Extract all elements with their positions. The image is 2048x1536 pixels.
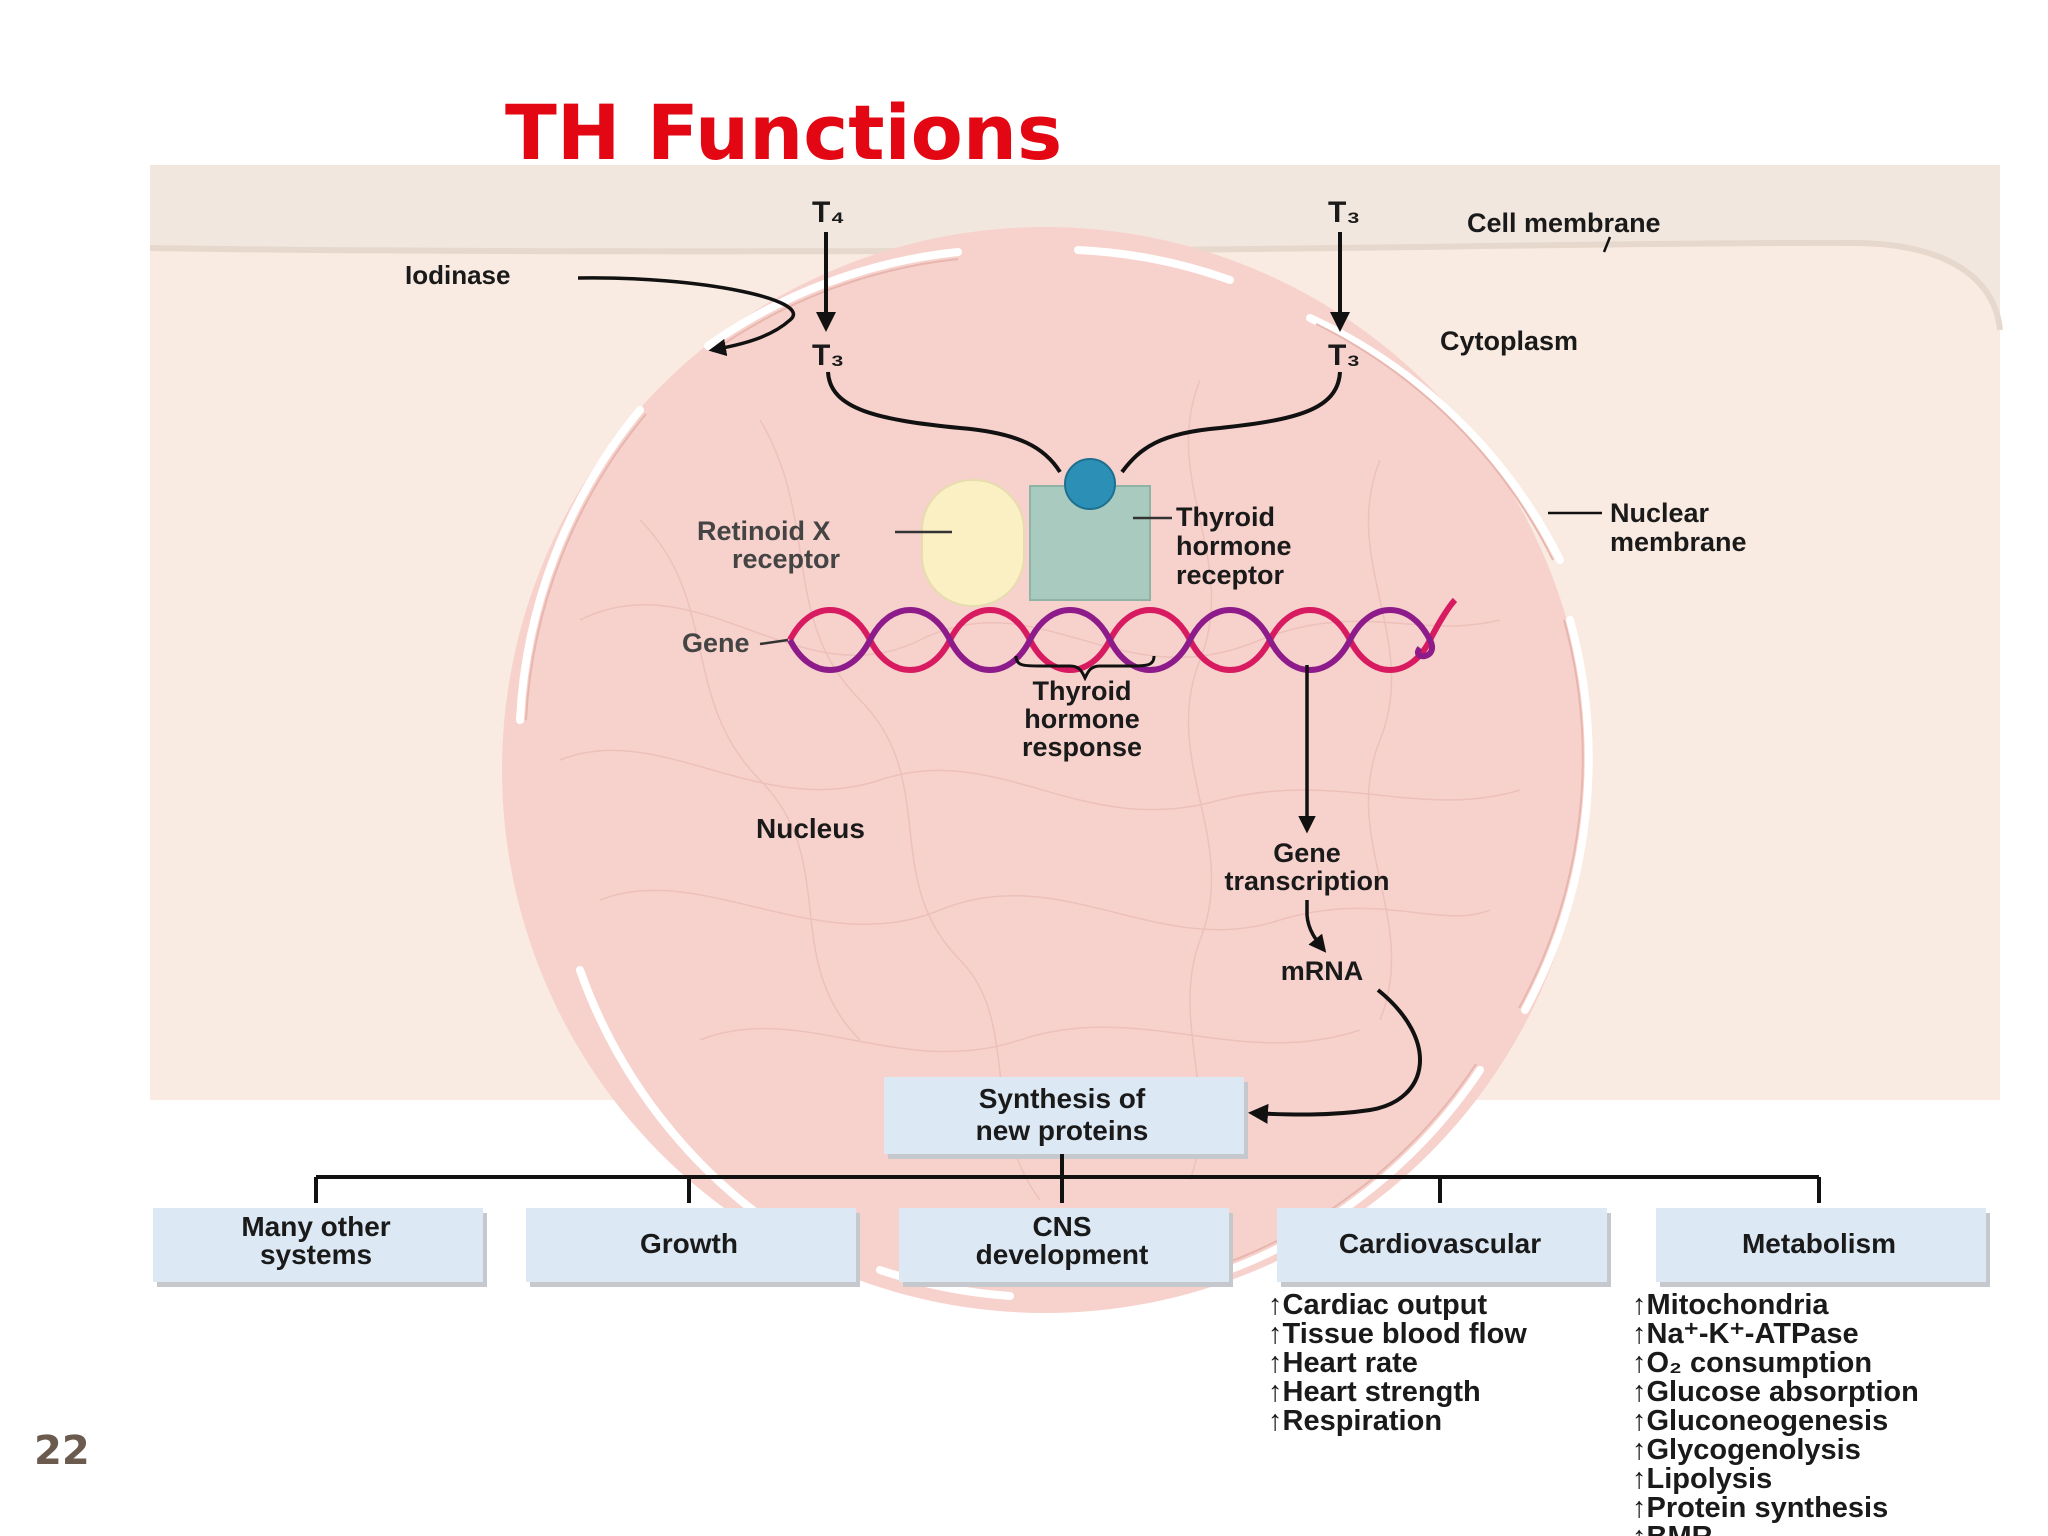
t3-to-receptor-left <box>826 371 1062 474</box>
cardiovascular-effect: ↑Heart strength <box>1268 1376 1481 1408</box>
synthesis-box-line2: new proteins <box>976 1115 1149 1146</box>
thyroid-hormone-response-label-line2: hormone <box>1024 704 1140 734</box>
mrna-arrow <box>1305 900 1327 953</box>
mrna-label: mRNA <box>1281 956 1364 986</box>
thyroid-hormone-receptor-label-line2: hormone <box>1176 531 1292 561</box>
retinoid-x-receptor-label-line1: Retinoid X <box>697 516 831 546</box>
cell-membrane <box>149 239 2003 331</box>
thyroid-hormone-response-label-line1: Thyroid <box>1033 676 1132 706</box>
thyroid-hormone-receptor-label-line3: receptor <box>1176 560 1285 590</box>
metabolism-effect: ↑Mitochondria <box>1632 1289 1829 1321</box>
metabolism-effects-list: ↑Mitochondria ↑Na⁺-K⁺-ATPase ↑O₂ consump… <box>1632 1289 1919 1536</box>
function-box-cns-development-line2: development <box>976 1239 1149 1270</box>
synthesis-box-line1: Synthesis of <box>979 1083 1146 1114</box>
thyroid-hormone-response-label-line3: response <box>1022 732 1142 762</box>
nuclear-membrane-label-line2: membrane <box>1610 527 1747 557</box>
function-box-metabolism-line1: Metabolism <box>1742 1228 1896 1259</box>
cardiovascular-effect: ↑Cardiac output <box>1268 1289 1487 1321</box>
cardiovascular-effect: ↑Tissue blood flow <box>1268 1318 1527 1350</box>
function-box-cardiovascular-line1: Cardiovascular <box>1339 1228 1541 1259</box>
gene-transcription-label-line2: transcription <box>1224 866 1389 896</box>
t3-left-label: T₃ <box>812 339 844 372</box>
function-box-many-other-systems-line1: Many other <box>241 1211 390 1242</box>
function-box-cns-development <box>899 1208 1229 1282</box>
retinoid-x-receptor-label-line2: receptor <box>732 544 841 574</box>
function-box-growth <box>526 1208 856 1282</box>
cardiovascular-effects-list: ↑Cardiac output ↑Tissue blood flow ↑Hear… <box>1268 1289 1527 1437</box>
iodinase-label: Iodinase <box>405 260 510 290</box>
t3-to-receptor-right <box>1120 371 1342 474</box>
nucleus-label: Nucleus <box>756 813 865 844</box>
response-element-brace <box>1014 655 1156 682</box>
metabolism-effect: ↑Gluconeogenesis <box>1632 1405 1888 1437</box>
metabolism-effect: ↑Glucose absorption <box>1632 1376 1919 1408</box>
cardiovascular-effect: ↑Heart rate <box>1268 1347 1418 1379</box>
retinoid-x-receptor-shape <box>921 479 1025 607</box>
slide-title: TH Functions <box>505 88 1063 177</box>
nuclear-envelope-shadow <box>525 258 1584 1274</box>
t4-label: T₄ <box>812 196 845 229</box>
function-box-metabolism <box>1656 1208 1986 1282</box>
function-box-many-other-systems <box>153 1208 483 1282</box>
cell-membrane-label: Cell membrane <box>1467 208 1661 238</box>
thyroid-hormone-receptor-label-line1: Thyroid <box>1176 502 1275 532</box>
gene-label: Gene <box>682 628 750 658</box>
nucleus <box>502 227 1588 1313</box>
function-box-cardiovascular <box>1277 1208 1607 1282</box>
iodinase-arrow <box>577 276 795 357</box>
nuclear-envelope <box>516 246 1593 1300</box>
cell-membrane-pointer <box>1602 236 1612 253</box>
function-box-growth-line1: Growth <box>640 1228 738 1259</box>
gene-transcription-label-line1: Gene <box>1273 838 1341 868</box>
t3-ligand <box>1064 458 1116 510</box>
synthesis-box <box>884 1077 1244 1154</box>
function-box-many-other-systems-line2: systems <box>260 1239 372 1270</box>
metabolism-effect: ↑Protein synthesis <box>1632 1492 1888 1524</box>
metabolism-effect: ↑Glycogenolysis <box>1632 1434 1861 1466</box>
metabolism-effect: ↑BMR <box>1632 1521 1713 1536</box>
cardiovascular-effect: ↑Respiration <box>1268 1405 1442 1437</box>
gene-pointer <box>759 638 789 646</box>
metabolism-effect: ↑Na⁺-K⁺-ATPase <box>1632 1318 1859 1350</box>
cytoplasm-label: Cytoplasm <box>1440 326 1578 356</box>
nucleus-texture <box>559 379 1521 1201</box>
slide-number: 22 <box>34 1428 90 1474</box>
function-tree-connectors <box>314 1154 1821 1203</box>
dna-strand-b <box>787 607 1435 673</box>
dna-strand-a <box>787 597 1458 673</box>
t3-outside-label: T₃ <box>1328 196 1360 229</box>
metabolism-effect: ↑O₂ consumption <box>1632 1347 1872 1379</box>
mrna-to-synthesis-arrow <box>1248 988 1422 1124</box>
metabolism-effect: ↑Lipolysis <box>1632 1463 1772 1495</box>
nuclear-membrane-label-line1: Nuclear <box>1610 498 1710 528</box>
function-box-cns-development-line1: CNS <box>1032 1211 1091 1242</box>
t3-right-label: T₃ <box>1328 339 1360 372</box>
